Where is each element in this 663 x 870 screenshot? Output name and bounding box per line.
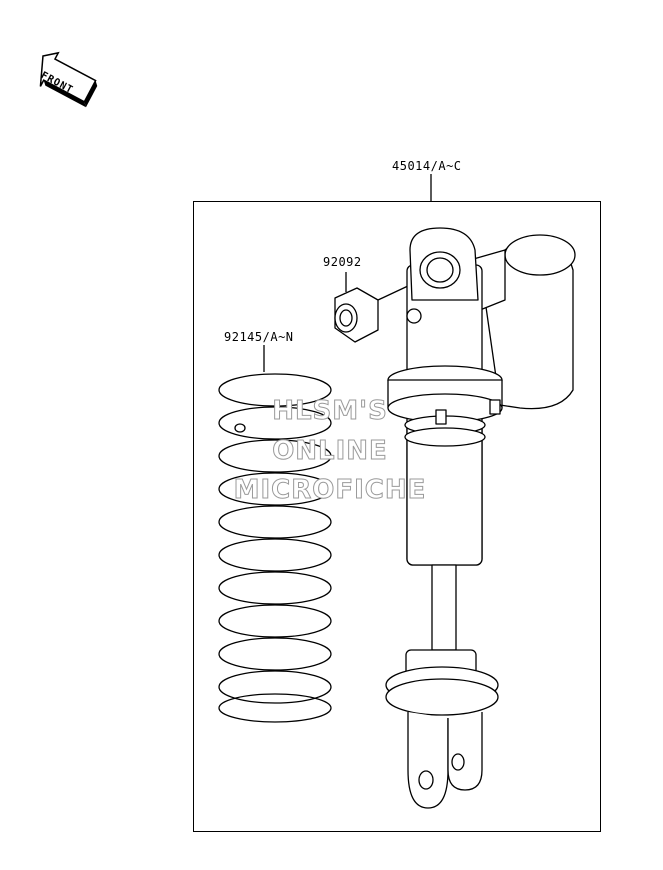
- spring-part: [218, 373, 332, 723]
- assembly-frame: [193, 201, 601, 832]
- bushing-part: [334, 287, 379, 343]
- watermark-line-1: HLSM'S: [272, 396, 388, 427]
- shock-shaft: [431, 564, 457, 651]
- part-label-bushing[interactable]: 92092: [323, 255, 362, 269]
- watermark-line-2: ONLINE: [272, 436, 388, 467]
- lower-mount: [385, 649, 499, 809]
- shock-body: [387, 227, 503, 566]
- part-label-shock-assembly[interactable]: 45014/A~C: [392, 159, 462, 173]
- part-label-spring[interactable]: 92145/A~N: [224, 330, 294, 344]
- watermark-line-3: MICROFICHE: [233, 475, 427, 506]
- reservoir: [469, 234, 576, 410]
